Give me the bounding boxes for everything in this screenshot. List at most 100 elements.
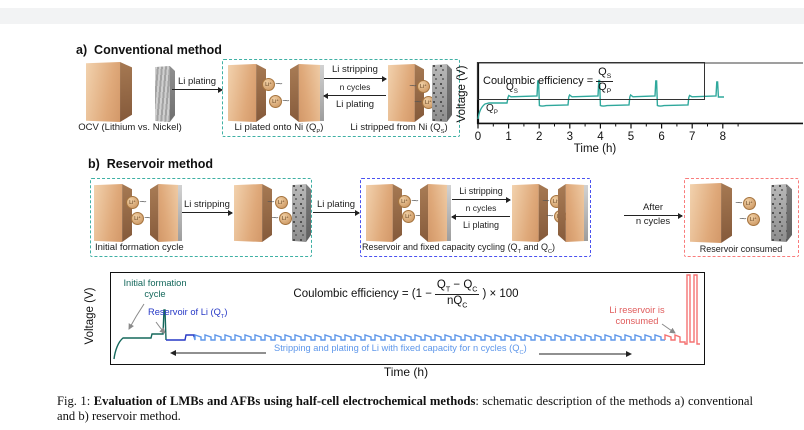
li-plating-label: Li plating — [462, 220, 500, 231]
coulombic-efficiency-formula-a: Coulombic efficiency = QS QP — [477, 62, 705, 100]
initial-formation-line2: cycle — [144, 288, 166, 299]
li-ion-icon: Li⁺ — [274, 196, 288, 209]
reservoir-consumed-box — [684, 178, 799, 257]
li-ion: Li⁺~ — [402, 210, 423, 223]
li-ion-icon: Li⁺ — [416, 80, 430, 93]
reservoir-cycling-box — [360, 178, 591, 257]
ni-stripped-electrode — [771, 184, 792, 242]
li-ion: Li⁺~ — [269, 95, 290, 108]
squiggle-icon: ~ — [546, 210, 554, 222]
formula-a-prefix: Coulombic efficiency = — [483, 75, 594, 87]
squiggle-icon: ~ — [267, 196, 275, 208]
svg-text:1: 1 — [505, 131, 511, 143]
qs-annotation: QS — [506, 82, 518, 95]
initial-formation-cycle — [113, 309, 167, 360]
squiggle-icon: ~ — [542, 195, 550, 207]
li-reservoir — [166, 334, 195, 341]
n-cycles-label: n cycles — [339, 82, 371, 93]
formula-a-denominator: QP — [598, 80, 612, 95]
svg-text:2: 2 — [536, 131, 542, 143]
li-plating-step-label: Li plating — [316, 199, 356, 210]
svg-text:0: 0 — [475, 131, 481, 143]
right-arrow-icon — [313, 209, 360, 217]
li-electrode — [234, 184, 272, 242]
caption-lead: Fig. 1: — [57, 394, 94, 408]
reservoir-voltage-chart: Initial formation cycle Reservoir of Li … — [110, 272, 705, 365]
formula-b-fraction: QT − QC nQC — [434, 279, 480, 310]
li-ion-icon: Li⁺ — [402, 210, 415, 223]
squiggle-icon: ~ — [139, 196, 147, 208]
stripped-label: Li stripped from Ni (QS) — [350, 122, 448, 135]
plated-li-layer — [446, 185, 451, 242]
ni-plated-electrode — [150, 184, 182, 242]
li-ion-icon: Li⁺ — [742, 197, 756, 210]
right-arrow-icon — [324, 75, 387, 83]
li-ion: ~Li⁺ — [739, 213, 760, 226]
li-reservoir-label: Reservoir of Li (QT) — [148, 307, 228, 320]
squiggle-icon: ~ — [144, 212, 152, 224]
formula-b-denominator: nQC — [446, 294, 468, 310]
li-ion-icon: Li⁺ — [278, 212, 292, 225]
svg-text:6: 6 — [658, 131, 664, 143]
li-electrode — [388, 64, 424, 122]
consumed-line1: Li reservoir is — [609, 305, 665, 315]
right-arrow-icon — [172, 86, 223, 94]
svg-text:5: 5 — [628, 131, 634, 143]
initial-formation-label: Initial formation cycle — [95, 242, 184, 253]
qp-annotation: QP — [486, 103, 498, 116]
panel-a-title: a) Conventional method — [76, 43, 222, 57]
fixed-capacity-cycling-label: Stripping and plating of Li with fixed c… — [274, 343, 527, 356]
formula-b-suffix: ) × 100 — [482, 288, 519, 301]
right-arrow-icon — [182, 209, 233, 217]
li-electrode — [366, 184, 402, 242]
formula-a-numerator: QS — [596, 66, 614, 82]
n-cycles-label: n cycles — [635, 216, 671, 228]
ni-electrode — [155, 66, 175, 122]
after-n-cycles-step: After n cycles — [624, 202, 683, 228]
chart-b-xlabel: Time (h) — [383, 365, 429, 379]
li-ion-icon: Li⁺ — [746, 213, 760, 226]
svg-text:7: 7 — [689, 131, 695, 143]
ni-plated-electrode — [558, 184, 588, 242]
li-electrode — [690, 183, 732, 243]
li-ion: Li⁺~ — [126, 196, 147, 209]
li-stripping-label: Li stripping — [332, 64, 378, 75]
formula-b-prefix: Coulombic efficiency = (1 − — [293, 288, 432, 301]
li-ion-icon: Li⁺ — [126, 196, 139, 209]
ni-plated-electrode — [290, 64, 324, 122]
reservoir-consumed-label: Reservoir consumed — [699, 244, 783, 254]
li-plating-step: Li plating — [172, 76, 223, 94]
squiggle-icon: ~ — [415, 210, 423, 222]
after-label: After — [642, 202, 664, 213]
plated-li-layer — [584, 185, 588, 242]
right-arrow-icon — [624, 212, 683, 220]
li-electrode — [512, 184, 548, 242]
left-arrow-icon — [451, 213, 510, 221]
li-electrode — [228, 64, 266, 122]
squiggle-icon: ~ — [275, 78, 283, 90]
svg-text:3: 3 — [567, 131, 573, 143]
consumed-line2: consumed — [615, 315, 659, 326]
ni-stripped-electrode — [432, 64, 452, 122]
squiggle-icon: ~ — [282, 95, 290, 107]
panel-b-title: b) Reservoir method — [88, 157, 214, 171]
li-ion: ~Li⁺ — [735, 197, 756, 210]
cycle-arrows: Li stripping n cycles Li plating — [323, 64, 387, 111]
chart-a-ylabel: Voltage (V) — [456, 65, 468, 123]
initial-formation-cycle-label: Initial formation cycle — [117, 278, 193, 299]
chart-b-ylabel: Voltage (V) — [84, 287, 96, 345]
ocv-label: OCV (Lithium vs. Nickel) — [78, 122, 182, 133]
caption-bold: Evaluation of LMBs and AFBs using half-c… — [93, 394, 476, 408]
left-arrow-icon — [323, 92, 386, 100]
li-plating-label: Li plating — [335, 99, 375, 111]
squiggle-icon: ~ — [414, 96, 422, 108]
plated-li-layer — [177, 185, 182, 242]
li-plating-step-label: Li plating — [177, 76, 217, 87]
reservoir-cycling-label: Reservoir and fixed capacity cycling (QT… — [362, 242, 556, 255]
reservoir-voltage-curve — [113, 274, 700, 360]
squiggle-icon: ~ — [411, 195, 419, 207]
fixed-capacity-cycling — [193, 334, 665, 341]
conventional-cycling-box — [222, 59, 460, 137]
